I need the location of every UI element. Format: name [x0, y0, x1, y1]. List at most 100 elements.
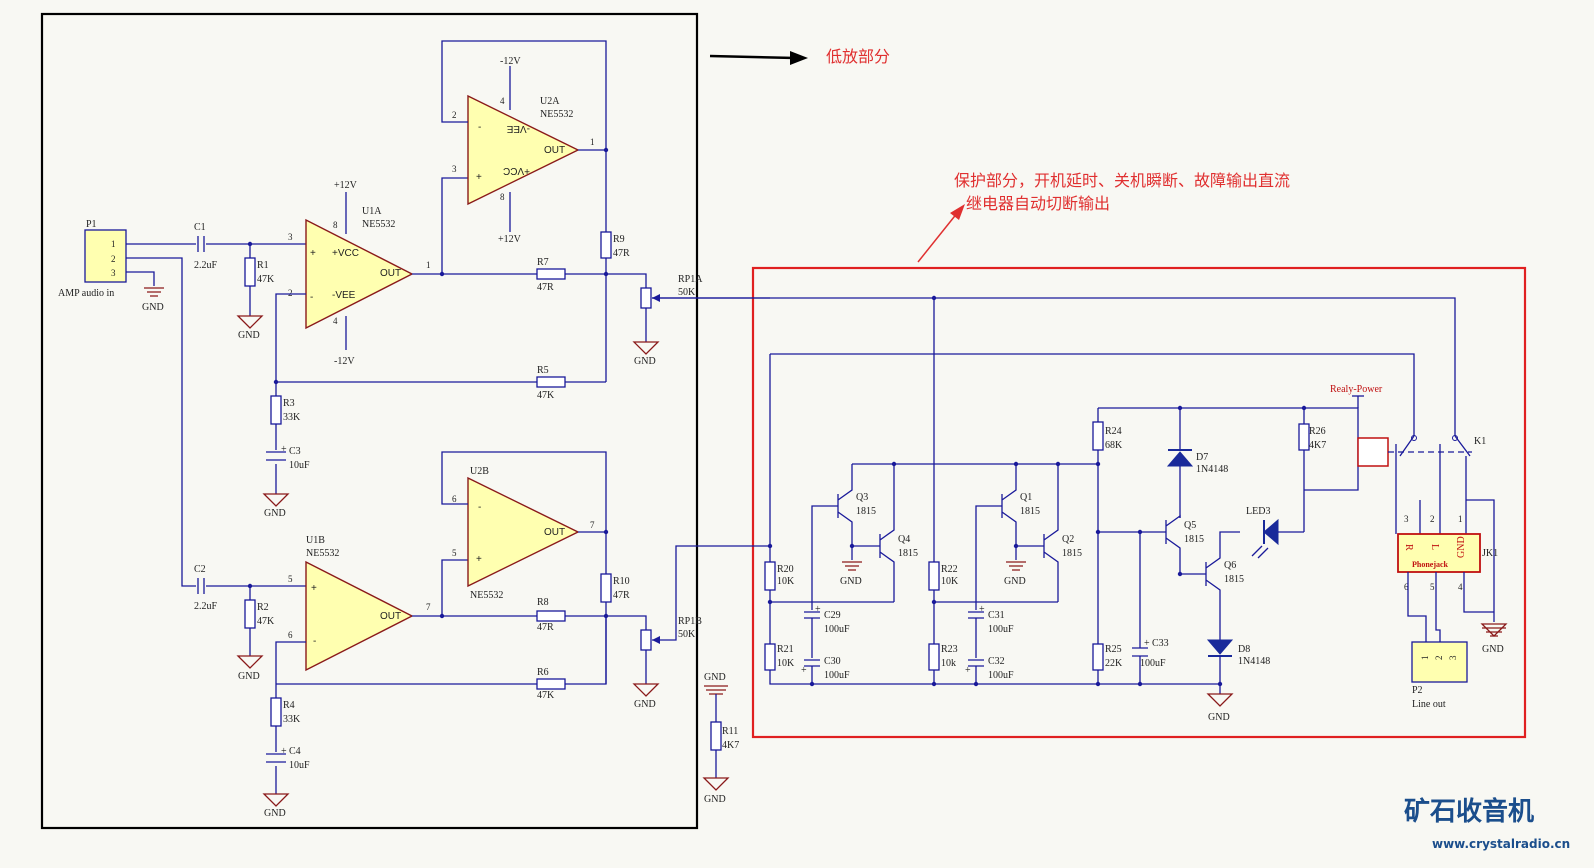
svg-text:Q5: Q5 [1184, 520, 1196, 531]
capacitor-c2: C2 2.2uF [194, 564, 218, 612]
svg-text:U2A: U2A [540, 96, 560, 107]
svg-text:6: 6 [452, 494, 457, 504]
svg-text:R10: R10 [613, 576, 630, 587]
svg-text:C31: C31 [988, 610, 1005, 621]
svg-text:Q2: Q2 [1062, 534, 1074, 545]
svg-text:Q6: Q6 [1224, 560, 1236, 571]
svg-text:www.crystalradio.cn: www.crystalradio.cn [1432, 837, 1570, 851]
svg-text:2.2uF: 2.2uF [194, 260, 218, 271]
svg-text:K1: K1 [1474, 436, 1486, 447]
resistor-r10 [600, 573, 612, 603]
svg-text:NE5532: NE5532 [362, 219, 395, 230]
svg-text:10K: 10K [941, 576, 959, 587]
resistor-r5 [536, 376, 566, 388]
svg-text:C32: C32 [988, 656, 1005, 667]
svg-text:R9: R9 [613, 234, 625, 245]
svg-text:C1: C1 [194, 222, 206, 233]
phone-jack-jk1: R L GND Phonejack JK1 3 2 1 6 5 4 [1397, 514, 1498, 592]
svg-text:1N4148: 1N4148 [1196, 464, 1228, 475]
junction-dots [247, 147, 1307, 687]
svg-text:+: + [965, 665, 971, 676]
opamp-u1b: + - OUT U1B NE5532 5 6 7 [288, 535, 431, 672]
transistor-q5: Q5 1815 [1165, 514, 1206, 575]
svg-text:50K: 50K [678, 287, 696, 298]
svg-text:GND: GND [840, 576, 862, 587]
svg-text:+: + [815, 604, 821, 615]
svg-text:1815: 1815 [898, 548, 918, 559]
svg-text:R5: R5 [537, 365, 549, 376]
svg-text:NE5532: NE5532 [306, 548, 339, 559]
resistor-r6 [536, 678, 566, 690]
transistor-q6: Q6 1815 [1205, 531, 1244, 640]
svg-text:2: 2 [288, 288, 293, 298]
svg-text:OUT: OUT [380, 268, 401, 279]
svg-text:47R: 47R [537, 282, 554, 293]
svg-text:C30: C30 [824, 656, 841, 667]
svg-text:Phonejack: Phonejack [1412, 560, 1449, 569]
svg-text:3: 3 [1448, 655, 1458, 660]
svg-text:GND: GND [238, 671, 260, 682]
svg-text:-: - [310, 292, 313, 303]
svg-text:47K: 47K [537, 390, 555, 401]
svg-text:7: 7 [590, 520, 595, 530]
preamp-label: 低放部分 [826, 47, 890, 66]
svg-text:4: 4 [500, 96, 505, 106]
svg-text:R24: R24 [1105, 426, 1122, 437]
svg-text:3: 3 [452, 164, 457, 174]
svg-text:+: + [281, 444, 287, 455]
svg-text:4: 4 [333, 316, 338, 326]
svg-text:10K: 10K [777, 576, 795, 587]
p1-pin3: 3 [111, 268, 116, 278]
svg-text:+VCC: +VCC [503, 165, 530, 176]
svg-text:100uF: 100uF [988, 670, 1014, 681]
svg-text:1815: 1815 [1020, 506, 1040, 517]
resistor-r4 [270, 697, 282, 727]
svg-text:-: - [478, 502, 481, 513]
resistor-r11 [710, 721, 722, 751]
capacitor-c4: + C4 10uF [266, 746, 310, 771]
transistor-q2: Q2 1815 [1016, 464, 1082, 602]
svg-text:GND: GND [1004, 576, 1026, 587]
svg-text:+: + [281, 746, 287, 757]
transistor-q1: Q1 1815 [975, 464, 1040, 602]
opamp-u1a: + - +VCC -VEE OUT U1A NE5532 3 2 1 8 4 [288, 206, 431, 330]
svg-text:R22: R22 [941, 564, 958, 575]
svg-text:L: L [1429, 544, 1440, 550]
svg-text:R6: R6 [537, 667, 549, 678]
svg-text:U1B: U1B [306, 535, 325, 546]
svg-text:GND: GND [1482, 644, 1504, 655]
resistor-r7 [536, 268, 566, 280]
svg-text:33K: 33K [283, 412, 301, 423]
gnd-label: GND [142, 302, 164, 313]
svg-text:47R: 47R [613, 590, 630, 601]
resistor-r24 [1092, 421, 1104, 451]
protection-label-line1: 保护部分，开机延时、关机瞬断、故障输出直流 [954, 171, 1290, 190]
svg-text:JK1: JK1 [1482, 548, 1498, 559]
svg-text:C33: C33 [1152, 638, 1169, 649]
svg-text:4: 4 [1458, 582, 1463, 592]
output-connector-p2: 1 2 3 P2 Line out [1411, 641, 1468, 710]
protection-frame [751, 266, 1527, 739]
svg-text:GND: GND [238, 330, 260, 341]
svg-text:-VEE: -VEE [506, 123, 530, 134]
svg-text:GND: GND [264, 508, 286, 519]
capacitor-c1: C1 2.2uF [194, 222, 218, 271]
svg-text:+: + [801, 665, 807, 676]
svg-text:R4: R4 [283, 700, 295, 711]
svg-text:100uF: 100uF [988, 624, 1014, 635]
gnd-symbol-p1 [144, 287, 164, 297]
svg-text:5: 5 [452, 548, 457, 558]
svg-text:+: + [310, 248, 316, 259]
svg-text:1815: 1815 [1224, 574, 1244, 585]
resistor-r20 [764, 561, 776, 591]
svg-text:C2: C2 [194, 564, 206, 575]
relay-k1: K1 [1388, 435, 1486, 500]
svg-text:OUT: OUT [380, 611, 401, 622]
svg-text:D8: D8 [1238, 644, 1250, 655]
svg-text:3: 3 [1404, 514, 1409, 524]
svg-text:D7: D7 [1196, 452, 1208, 463]
svg-text:5: 5 [1430, 582, 1435, 592]
p1-pin1: 1 [111, 239, 116, 249]
p1-desc: AMP audio in [58, 288, 114, 299]
